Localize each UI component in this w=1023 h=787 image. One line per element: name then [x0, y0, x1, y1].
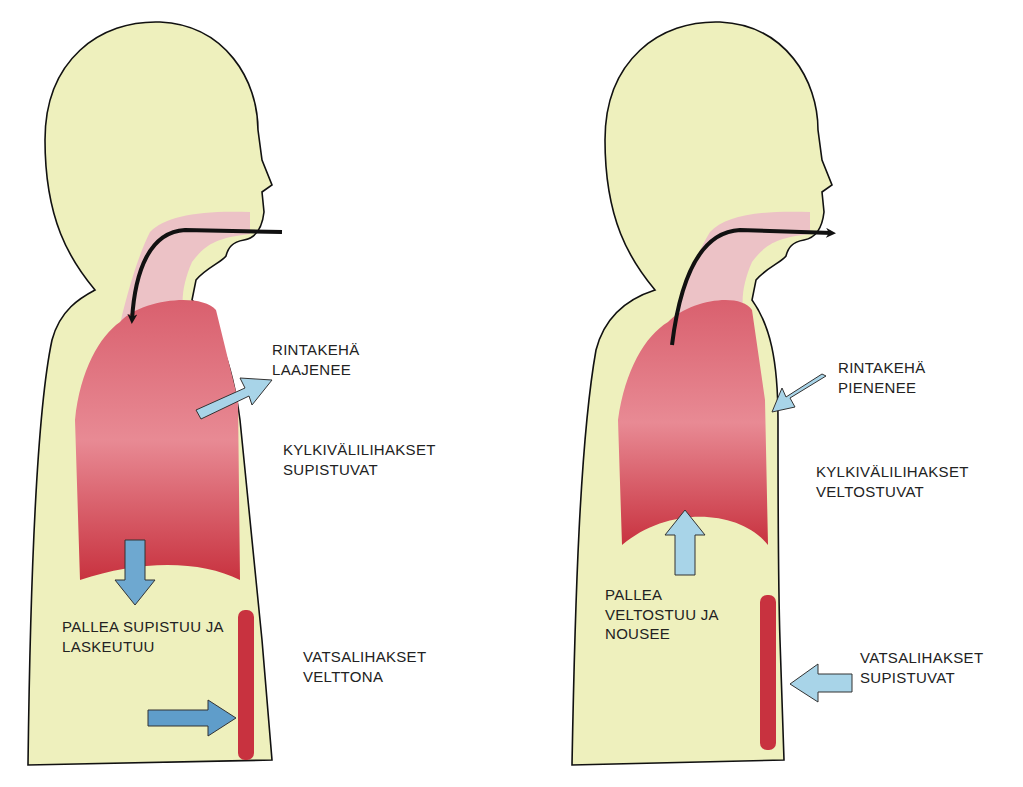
- annotation-label: RINTAKEHÄ LAAJENEE: [272, 340, 392, 379]
- annotation-label: PALLEA SUPISTUU JA LASKEUTUU: [62, 617, 227, 656]
- annotation-label: VATSALIHAKSET SUPISTUVAT: [860, 648, 1010, 687]
- annotation-label: RINTAKEHÄ PIENENEE: [838, 358, 958, 397]
- annotation-label: VATSALIHAKSET VELTTONA: [303, 647, 443, 686]
- annotation-label: KYLKIVÄLILIHAKSET VELTOSTUVAT: [816, 462, 1006, 501]
- exhale-figure: [572, 22, 852, 765]
- inhale-figure: [28, 22, 282, 765]
- annotation-label: PALLEA VELTOSTUU JA NOUSEE: [605, 585, 740, 644]
- annotation-label: KYLKIVÄLILIHAKSET SUPISTUVAT: [283, 440, 473, 479]
